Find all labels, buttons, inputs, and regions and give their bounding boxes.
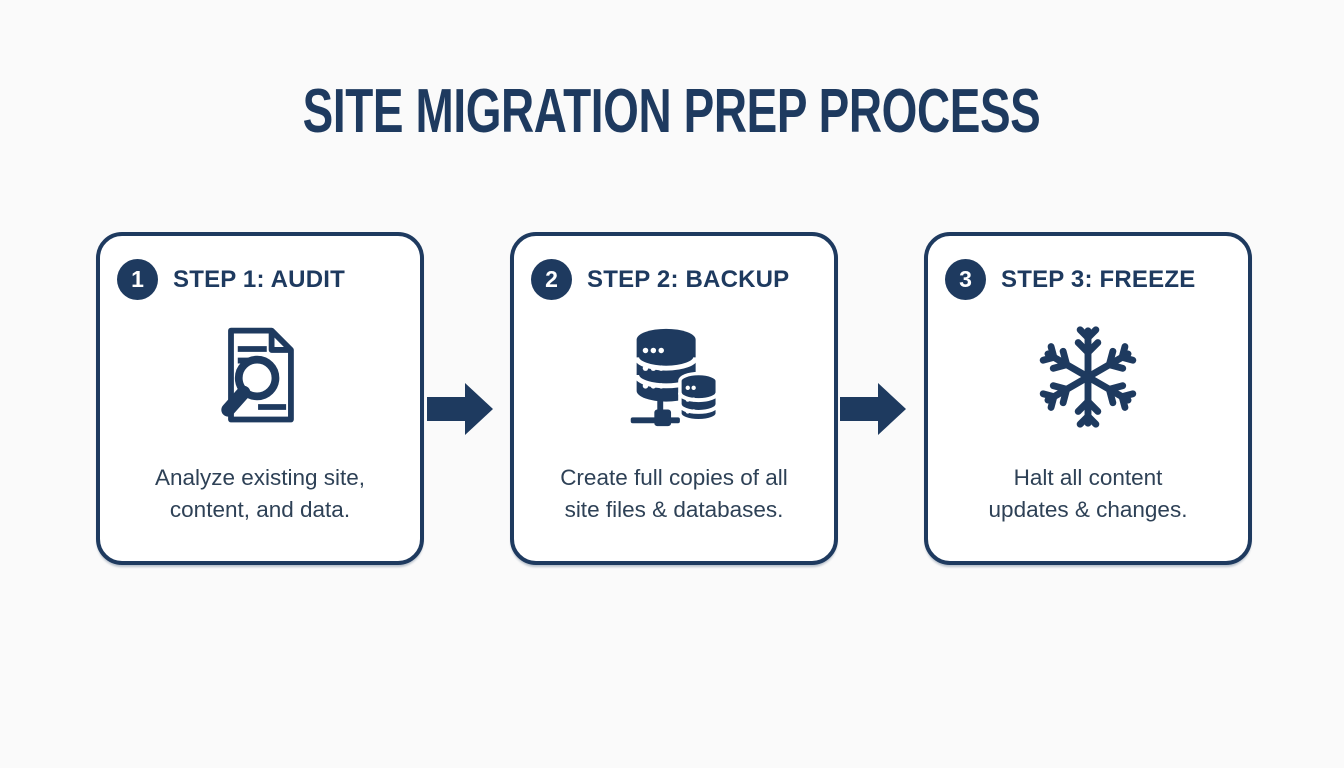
step-header: 2 STEP 2: BACKUP [531, 259, 834, 300]
step-description-line: Halt all content [1013, 465, 1163, 490]
step-card-freeze: 3 STEP 3: FREEZE [924, 232, 1252, 565]
step-label: STEP 3: FREEZE [1001, 265, 1196, 293]
step-label: STEP 2: BACKUP [587, 265, 790, 293]
step-header: 1 STEP 1: AUDIT [117, 259, 420, 300]
step-number-badge: 1 [117, 259, 158, 300]
audit-document-magnifier-icon [100, 310, 420, 444]
step-description: Create full copies of all site files & d… [514, 462, 834, 526]
step-card-audit: 1 STEP 1: AUDIT Analyze existing site, [96, 232, 424, 565]
step-description-line: Create full copies of all [560, 465, 788, 490]
freeze-snowflake-icon [928, 310, 1248, 444]
arrow-right-icon [427, 383, 493, 435]
step-label: STEP 1: AUDIT [173, 265, 345, 293]
page-title: SITE MIGRATION PREP PROCESS [0, 76, 1344, 147]
step-card-backup: 2 STEP 2: BACKUP [510, 232, 838, 565]
step-description-line: Analyze existing site, [154, 465, 366, 490]
step-number-badge: 3 [945, 259, 986, 300]
page-title-text: SITE MIGRATION PREP PROCESS [303, 77, 1041, 146]
backup-databases-icon [514, 310, 834, 444]
step-description: Halt all content updates & changes. [928, 462, 1248, 526]
step-description-line: content, and data. [169, 497, 351, 522]
step-description-line: site files & databases. [564, 497, 784, 522]
step-number-badge: 2 [531, 259, 572, 300]
step-description: Analyze existing site, content, and data… [100, 462, 420, 526]
step-header: 3 STEP 3: FREEZE [945, 259, 1248, 300]
arrow-right-icon [840, 383, 906, 435]
step-description-line: updates & changes. [988, 497, 1188, 522]
